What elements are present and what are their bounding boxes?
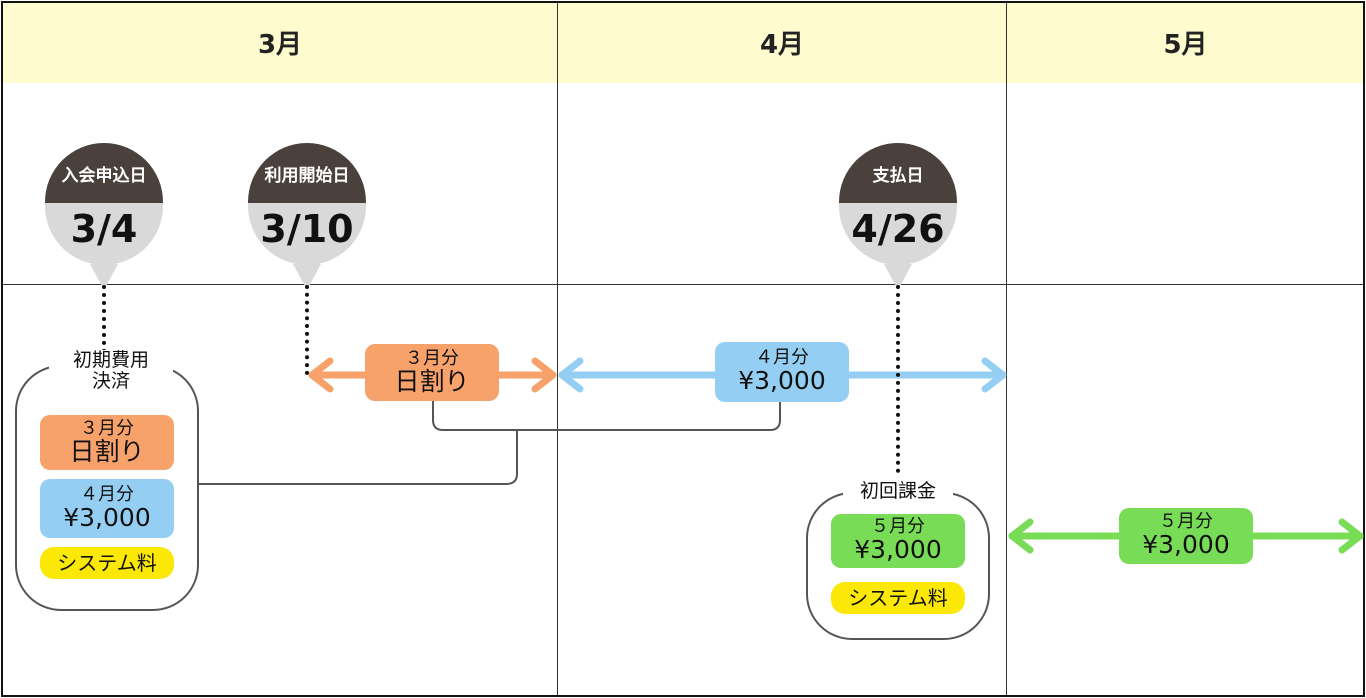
- link-line: [199, 430, 518, 485]
- label-line: 決済: [91, 369, 130, 392]
- initial-system-fee-badge: システム料: [40, 547, 174, 579]
- month-label: 5月: [1163, 29, 1208, 60]
- badge-text: システム料: [848, 585, 948, 610]
- box-line1: ４月分: [80, 483, 134, 505]
- badge-text: システム料: [57, 550, 157, 575]
- payment-date-dotted-line: [896, 285, 900, 473]
- pin-date: 3/10: [248, 203, 366, 265]
- month-label: 3月: [257, 29, 303, 60]
- march-prorate-box: ３月分 日割り: [365, 344, 499, 401]
- column-divider: [557, 1, 558, 697]
- box-line2: 日割り: [69, 436, 145, 466]
- month-header-april: 4月: [558, 1, 1006, 83]
- pin-payment-date: 支払日 4/26: [839, 143, 957, 290]
- row-divider: [1, 284, 1365, 285]
- pin-label: 支払日: [839, 143, 957, 203]
- box-line1: ５月分: [1159, 511, 1213, 533]
- start-date-dotted-line: [305, 285, 309, 375]
- initial-march-prorate-box: ３月分 日割り: [40, 415, 174, 470]
- column-divider: [1006, 1, 1007, 697]
- initial-cost-label: 初期費用 決済: [49, 350, 173, 392]
- pin-label: 利用開始日: [248, 143, 366, 203]
- pin-apply-date: 入会申込日 3/4: [45, 143, 163, 290]
- pin-date: 4/26: [839, 203, 957, 265]
- box-line2: ¥3,000: [1142, 530, 1230, 560]
- box-line2: 日割り: [394, 366, 470, 396]
- box-line1: ３月分: [405, 347, 459, 369]
- box-line2: ¥3,000: [738, 366, 826, 396]
- box-line2: ¥3,000: [854, 535, 942, 565]
- april-box: ４月分 ¥3,000: [715, 342, 849, 402]
- box-line1: ４月分: [755, 347, 809, 369]
- bracket-line: [432, 400, 781, 431]
- box-line2: ¥3,000: [63, 502, 151, 532]
- first-charge-label: 初回課金: [843, 481, 953, 502]
- month-header-may: 5月: [1007, 1, 1364, 83]
- box-line1: ３月分: [80, 417, 134, 439]
- may-box: ５月分 ¥3,000: [1119, 508, 1253, 564]
- apply-date-dotted-line: [102, 285, 106, 353]
- pin-start-date: 利用開始日 3/10: [248, 143, 366, 290]
- initial-april-box: ４月分 ¥3,000: [40, 479, 174, 538]
- label-line: 初期費用: [72, 349, 149, 371]
- first-charge-may-box: ５月分 ¥3,000: [831, 514, 965, 568]
- box-line1: ５月分: [871, 516, 925, 538]
- pin-label: 入会申込日: [45, 143, 163, 203]
- month-header-march: 3月: [3, 1, 557, 83]
- month-label: 4月: [759, 29, 805, 60]
- pin-date: 3/4: [45, 203, 163, 265]
- first-charge-system-fee-badge: システム料: [831, 582, 965, 614]
